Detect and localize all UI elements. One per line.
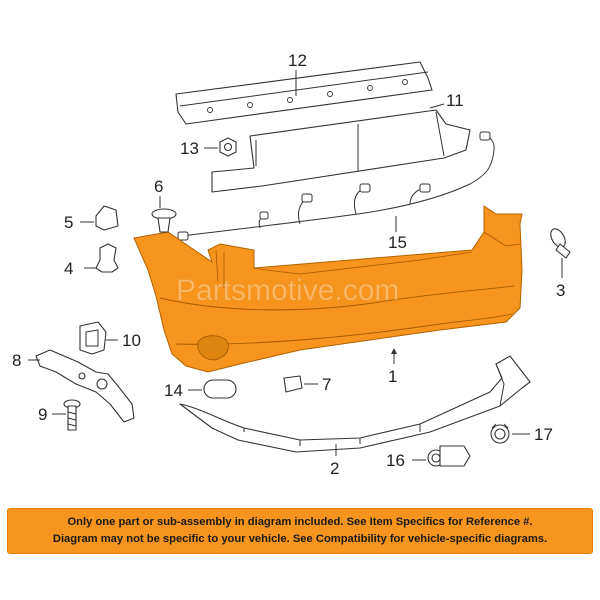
part-2-lower-valance [179, 355, 531, 456]
part-12-reinforcement-bar [175, 61, 433, 125]
part-14-lamp-bezel [188, 379, 237, 399]
part-13-nut [204, 137, 237, 157]
part-3-push-pin [550, 228, 571, 278]
callout-5: 5 [64, 213, 73, 232]
callout-15: 15 [388, 233, 407, 252]
part-6-push-pin [151, 196, 177, 233]
callout-7: 7 [322, 375, 331, 394]
part-4-clip [84, 243, 119, 273]
callout-8: 8 [12, 351, 21, 370]
callout-4: 4 [64, 259, 73, 278]
part-15-wiring-harness [177, 131, 495, 241]
callout-14: 14 [164, 381, 183, 400]
callout-10: 10 [122, 331, 141, 350]
part-9-bolt [52, 399, 81, 431]
callout-1: 1 [388, 367, 397, 386]
callout-16: 16 [386, 451, 405, 470]
callout-labels: 12 11 13 6 5 4 15 3 10 8 1 14 7 9 17 16 … [12, 51, 565, 478]
part-11-energy-absorber [211, 103, 471, 193]
disclaimer-line-2: Diagram may not be specific to your vehi… [52, 533, 548, 545]
disclaimer-line-1: Only one part or sub-assembly in diagram… [67, 516, 533, 528]
part-5-retainer [80, 205, 119, 231]
part-8-side-bracket [28, 349, 135, 423]
callout-13: 13 [180, 139, 199, 158]
callout-2: 2 [330, 459, 339, 478]
disclaimer-banner: Only one part or sub-assembly in diagram… [7, 508, 593, 554]
callout-3: 3 [556, 281, 565, 300]
callout-9: 9 [38, 405, 47, 424]
part-10-bracket [79, 321, 118, 355]
watermark-text: Partsmotive.com [176, 274, 399, 307]
callout-11: 11 [446, 91, 464, 110]
callout-17: 17 [534, 425, 553, 444]
callout-6: 6 [154, 177, 163, 196]
part-17-sensor-retainer [490, 423, 530, 444]
part-16-parking-sensor [412, 445, 471, 467]
part-7-reflector [283, 375, 318, 393]
part-1-bumper-cover [133, 205, 523, 373]
callout-12: 12 [288, 51, 307, 70]
